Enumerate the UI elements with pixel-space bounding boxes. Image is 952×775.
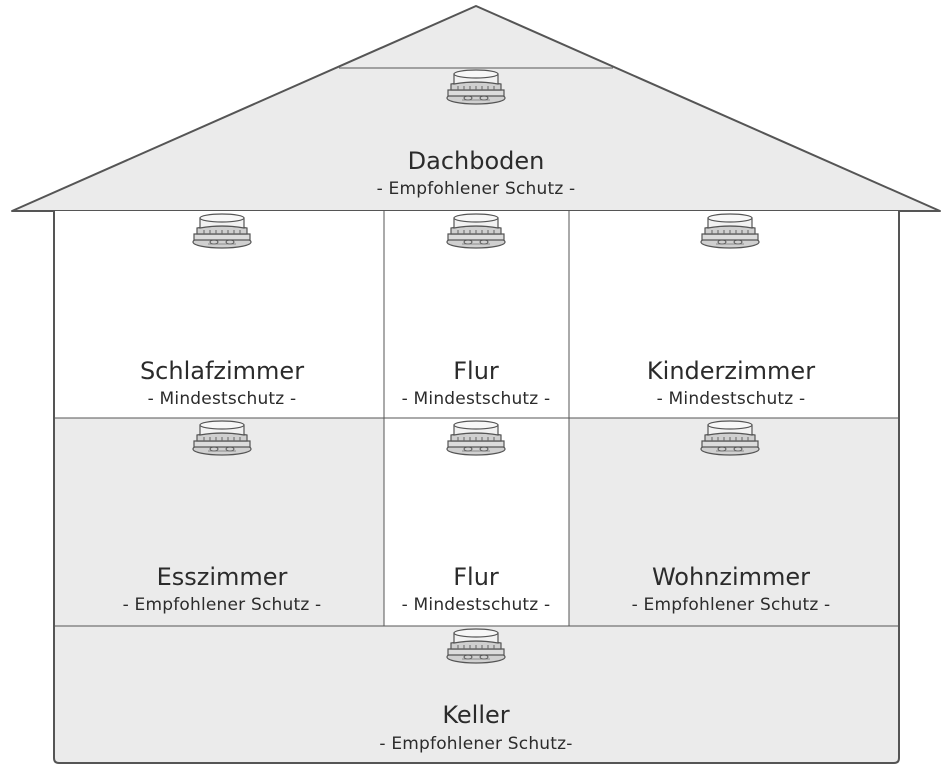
room-name-keller: Keller: [442, 701, 509, 729]
room-name-schlafzimmer: Schlafzimmer: [140, 357, 304, 385]
room-protection-wohnzimmer: - Empfohlener Schutz -: [632, 595, 831, 615]
smoke-detector-icon: [446, 69, 506, 105]
room-name-esszimmer: Esszimmer: [157, 563, 288, 591]
room-protection-esszimmer: - Empfohlener Schutz -: [123, 595, 322, 615]
room-protection-keller: - Empfohlener Schutz-: [379, 734, 572, 754]
smoke-detector-icon: [446, 628, 506, 664]
smoke-detector-icon: [446, 213, 506, 249]
smoke-detector-icon: [192, 213, 252, 249]
room-protection-kinderzimmer: - Mindestschutz -: [657, 389, 806, 409]
room-name-kinderzimmer: Kinderzimmer: [647, 357, 815, 385]
smoke-detector-icon: [446, 420, 506, 456]
smoke-detector-icon: [192, 420, 252, 456]
room-protection-flur-oben: - Mindestschutz -: [402, 389, 551, 409]
house-walls: [53, 211, 900, 764]
room-name-dachboden: Dachboden: [408, 147, 545, 175]
room-name-flur-oben: Flur: [453, 357, 499, 385]
room-protection-schlafzimmer: - Mindestschutz -: [148, 389, 297, 409]
smoke-detector-icon: [700, 420, 760, 456]
smoke-detector-icon: [700, 213, 760, 249]
room-name-flur-unten: Flur: [453, 563, 499, 591]
room-name-wohnzimmer: Wohnzimmer: [652, 563, 810, 591]
room-protection-flur-unten: - Mindestschutz -: [402, 595, 551, 615]
room-protection-dachboden: - Empfohlener Schutz -: [377, 179, 576, 199]
